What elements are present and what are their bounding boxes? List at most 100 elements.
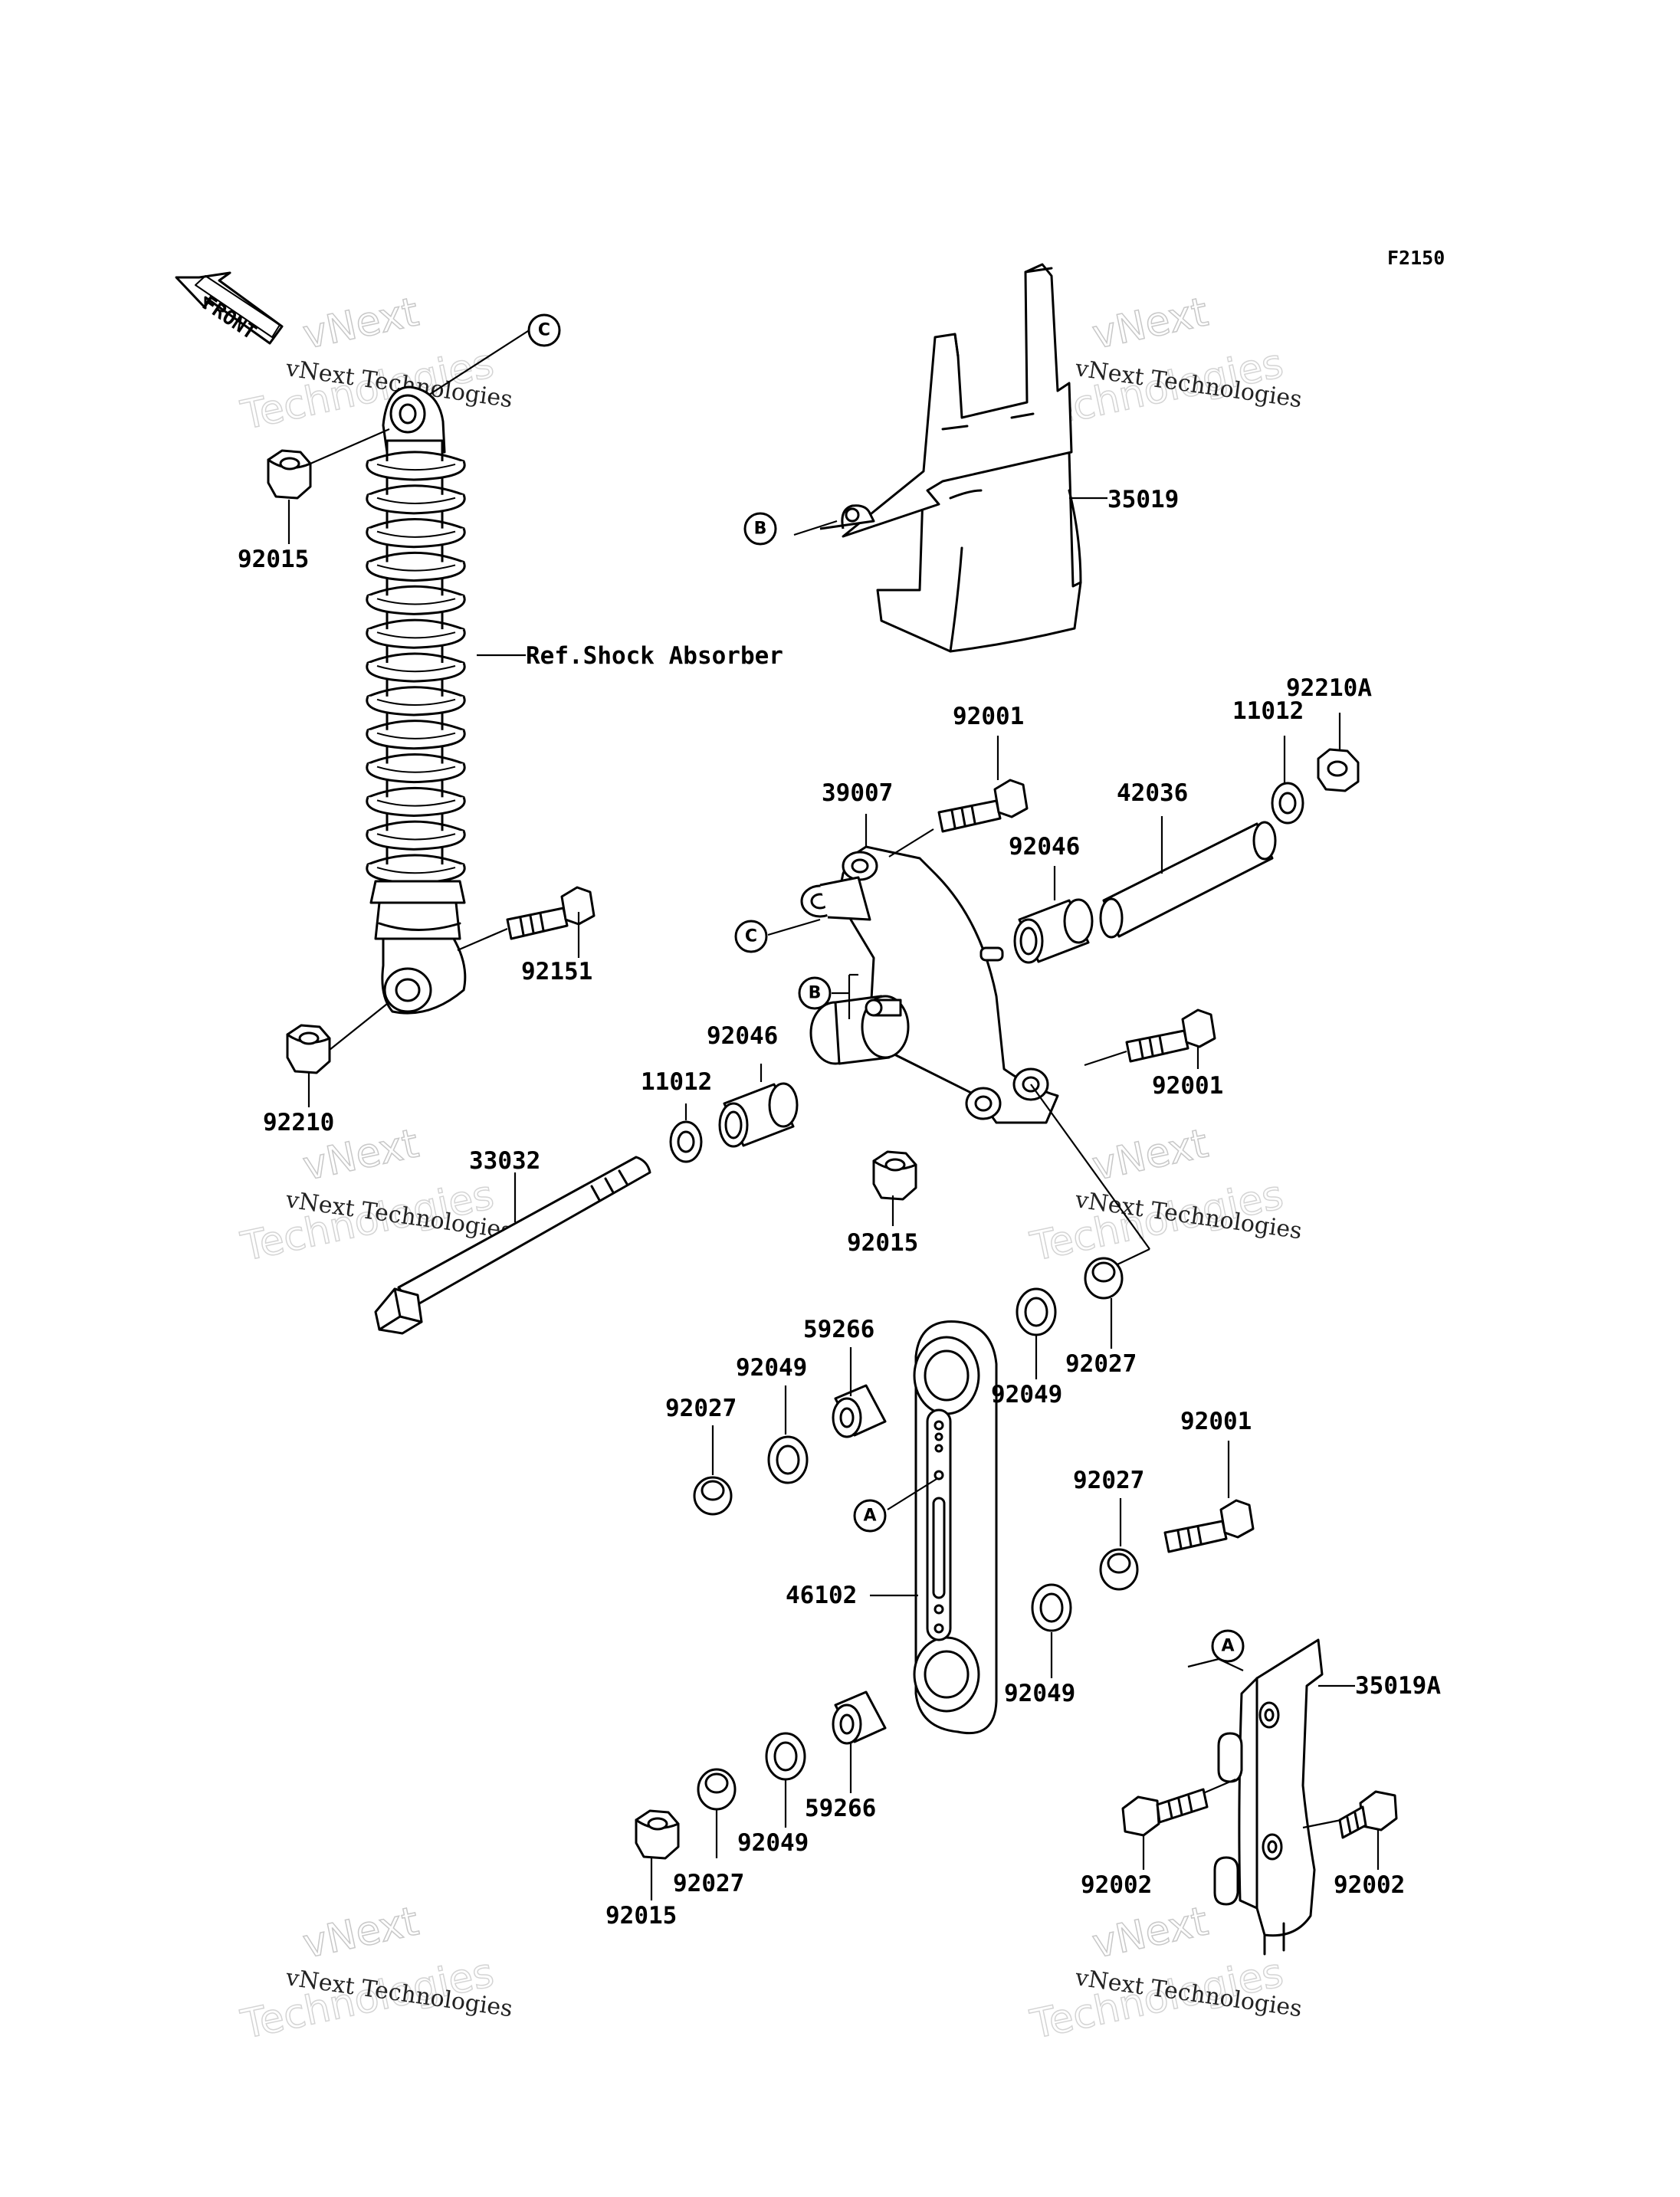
bolt-92001-top <box>937 779 1029 833</box>
spring-coil-inner <box>376 631 456 639</box>
bracket-35019A <box>1213 1638 1324 1956</box>
nut-92015-top <box>267 449 312 500</box>
label-39007: 39007 <box>822 779 893 807</box>
label-33032: 33032 <box>469 1147 540 1175</box>
callout-a-bottom: A <box>1211 1629 1245 1663</box>
spring-coil-inner <box>376 698 456 706</box>
label-11012-left: 11012 <box>641 1068 712 1096</box>
svg-text:vNext: vNext <box>1088 1898 1212 1967</box>
spring-coil-inner <box>376 497 456 504</box>
spring-coil-inner <box>376 732 456 739</box>
callout-b-mid: B <box>798 976 832 1010</box>
spring-coil-back <box>366 720 465 732</box>
link-plate-46102 <box>913 1320 998 1735</box>
rocker-arm-39007 <box>800 845 1059 1124</box>
callout-a-mid: A <box>853 1499 887 1533</box>
collar-11012-right <box>1271 782 1304 825</box>
spring-coil-back <box>366 551 465 563</box>
label-92015-mid: 92015 <box>847 1229 918 1257</box>
bolt-92002-left <box>1121 1788 1209 1837</box>
part-labels: 35019 Ref.Shock Absorber 92015 92151 922… <box>238 486 1441 1930</box>
spring-coil-inner <box>376 598 456 605</box>
label-59266-top: 59266 <box>803 1316 874 1343</box>
bushing-59266-bottom <box>832 1690 887 1745</box>
label-92049-mid-right: 92049 <box>1004 1680 1075 1707</box>
label-92046-left: 92046 <box>707 1022 778 1050</box>
label-35019: 35019 <box>1107 486 1179 513</box>
spring-coil-inner <box>376 564 456 572</box>
spring-coil-inner <box>376 463 456 471</box>
nut-92210 <box>286 1024 331 1074</box>
collar-92027-bottom <box>697 1768 737 1811</box>
pivot-shaft-33032 <box>374 1156 651 1335</box>
label-92049-top-right: 92049 <box>991 1381 1062 1408</box>
svg-text:C: C <box>745 927 757 946</box>
callout-b-top: B <box>743 512 777 546</box>
label-92002-left: 92002 <box>1081 1871 1152 1899</box>
label-92027-bottom: 92027 <box>673 1870 744 1897</box>
label-92210a: 92210A <box>1286 674 1372 702</box>
washer-92049-mid-right <box>1031 1583 1072 1632</box>
svg-text:vNext: vNext <box>299 289 422 358</box>
label-92049-bottom: 92049 <box>737 1829 809 1857</box>
label-92049-top-left: 92049 <box>736 1354 807 1382</box>
watermark-top-left: vNext Technologies vNext Technologies <box>237 289 514 440</box>
spring-coil-back <box>366 786 465 798</box>
spring-coil-back <box>366 585 465 597</box>
svg-text:C: C <box>538 321 550 340</box>
callout-c-mid: C <box>734 920 768 953</box>
spring-coil-inner <box>376 867 456 874</box>
nut-92015-mid <box>872 1150 917 1201</box>
label-35019a: 35019A <box>1355 1672 1441 1700</box>
spring-coil-back <box>366 854 465 866</box>
label-92027-mid-right: 92027 <box>1073 1467 1144 1494</box>
spring-coil-back <box>366 686 465 698</box>
svg-text:A: A <box>1221 1637 1234 1656</box>
label-92001-lower: 92001 <box>1180 1408 1252 1435</box>
label-46102: 46102 <box>786 1582 857 1609</box>
svg-text:vNext: vNext <box>1088 1120 1212 1189</box>
svg-text:A: A <box>863 1507 876 1526</box>
label-42036: 42036 <box>1117 779 1188 807</box>
spring-coil-back <box>366 753 465 766</box>
label-11012-right: 11012 <box>1232 697 1304 725</box>
washer-92049-bottom <box>765 1732 806 1781</box>
bolt-92151 <box>506 886 596 940</box>
label-92046-right: 92046 <box>1009 833 1080 861</box>
spring-coil-inner <box>376 530 456 538</box>
spring-coil-inner <box>376 833 456 841</box>
bushing-92046-right <box>1013 898 1094 964</box>
spring-coil-back <box>366 618 465 631</box>
label-92027-top-left: 92027 <box>665 1395 737 1422</box>
bracket-35019 <box>819 263 1082 653</box>
spring-coil-back <box>366 484 465 497</box>
front-arrow-icon: FRONT <box>175 271 284 345</box>
spring-coil-back <box>366 820 465 832</box>
watermark-bottom-left: vNext Technologies vNext Technologies <box>237 1898 514 2049</box>
label-92002-right: 92002 <box>1334 1871 1405 1899</box>
bushing-59266-top <box>832 1384 887 1438</box>
label-92015-top: 92015 <box>238 546 309 573</box>
svg-text:vNext: vNext <box>299 1898 422 1967</box>
spring-coil-back <box>366 518 465 530</box>
nut-92210A <box>1317 748 1360 792</box>
callout-c-top: C <box>527 313 561 347</box>
spring-coil-back <box>366 451 465 463</box>
collar-92027-mid-right <box>1099 1548 1139 1591</box>
figure-code: F2150 <box>1387 247 1445 269</box>
watermark-mid-right: vNext Technologies vNext Technologies <box>1026 1120 1304 1271</box>
nut-92015-bottom <box>635 1809 680 1860</box>
shock-absorber <box>366 385 467 1015</box>
label-ref-shock-absorber: Ref.Shock Absorber <box>526 642 783 670</box>
collar-92027-top-right <box>1084 1257 1124 1300</box>
label-92001-right: 92001 <box>1152 1072 1223 1100</box>
leader-lines <box>287 329 1380 1900</box>
washer-92049-top-left <box>767 1435 809 1484</box>
collar-92027-top-left <box>693 1476 733 1516</box>
bolt-92001-right <box>1125 1008 1216 1063</box>
collar-11012-left <box>669 1120 703 1163</box>
svg-text:B: B <box>809 984 822 1003</box>
bolt-92002-right <box>1338 1790 1398 1839</box>
label-59266-bottom: 59266 <box>805 1795 876 1822</box>
label-92027-top-right: 92027 <box>1065 1350 1137 1378</box>
